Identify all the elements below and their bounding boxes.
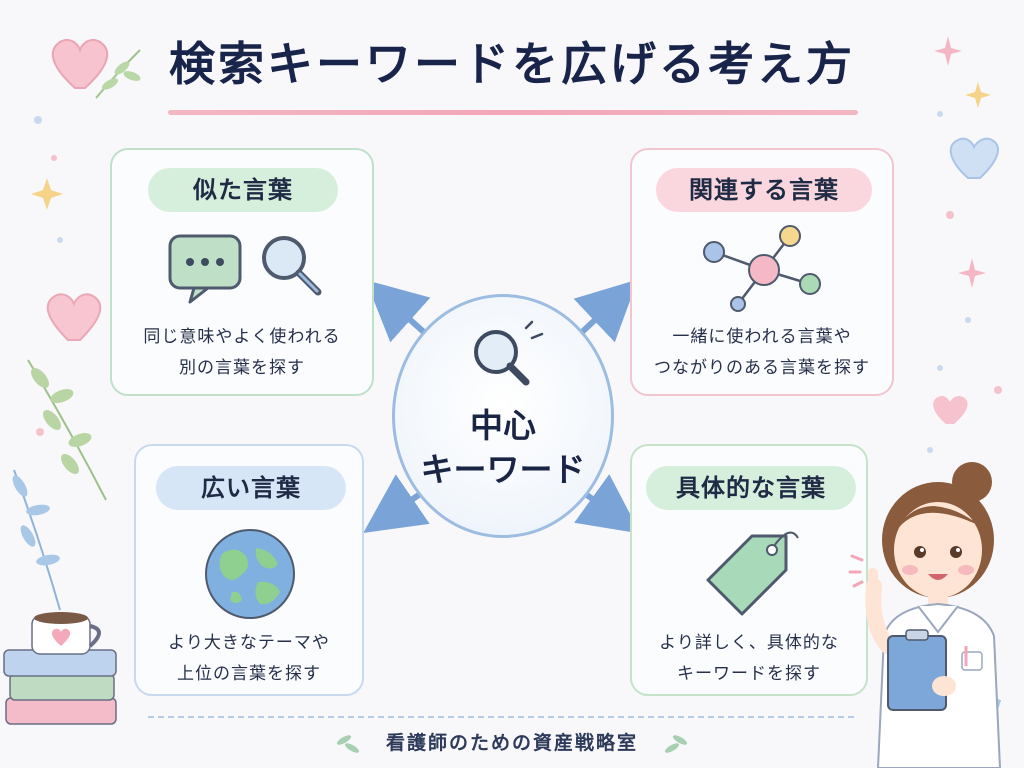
center-keyword-line1: 中心: [470, 406, 536, 445]
sparkle-icon: [31, 178, 63, 210]
footer-divider: [148, 716, 854, 718]
center-magnifier-icon: [474, 320, 544, 386]
coffee-mug-icon: [31, 612, 101, 655]
speech-bubble-icon: [168, 234, 242, 304]
card-broad-words: 広い言葉 より大きなテーマや 上位の言葉を探す: [134, 444, 364, 696]
book-stack-icon: [3, 649, 117, 725]
leaf-icon: [336, 735, 688, 753]
leaf-branch-icon: [95, 49, 141, 99]
card-description-line1: 同じ意味やよく使われる: [143, 327, 341, 347]
sparkle-icon: [958, 258, 986, 288]
card-description-line2: 別の言葉を探す: [179, 358, 305, 378]
magnifier-icon: [262, 236, 322, 296]
card-specific-words: 具体的な言葉 より詳しく、具体的な キーワードを探す: [630, 444, 868, 696]
card-description-line2: キーワードを探す: [677, 664, 821, 684]
tag-icon: [706, 531, 799, 616]
heart-icon: [933, 395, 968, 424]
heart-icon: [949, 137, 999, 179]
arrow-top-right: [573, 279, 638, 343]
center-keyword-label: 中心 キーワード: [392, 404, 614, 492]
card-description-line1: より詳しく、具体的な: [659, 633, 839, 653]
card-related-words: 関連する言葉 一緒に使われる言葉や つながりのある言葉を探す: [630, 148, 894, 396]
card-description-line2: つながりのある言葉を探す: [654, 358, 870, 378]
card-label: 広い言葉: [156, 466, 346, 510]
leaf-branch-icon: [12, 469, 61, 611]
globe-icon: [205, 529, 295, 619]
footer-text: 看護師のための資産戦略室: [385, 732, 638, 754]
network-nodes-icon: [703, 225, 821, 312]
card-label: 具体的な言葉: [646, 466, 856, 510]
card-similar-words: 似た言葉 同じ意味やよく使われる 別の言葉を探す: [110, 148, 374, 396]
title-underline: [168, 110, 858, 115]
card-description-line2: 上位の言葉を探す: [177, 664, 321, 684]
sparkle-icon: [965, 82, 991, 108]
card-label: 似た言葉: [148, 168, 338, 212]
page-title: 検索キーワードを広げる考え方: [169, 37, 855, 91]
card-description-line1: より大きなテーマや: [168, 633, 330, 653]
heart-icon: [51, 38, 109, 89]
nurse-illustration: [848, 462, 1002, 768]
card-description-line1: 一緒に使われる言葉や: [672, 327, 852, 347]
center-keyword-line2: キーワード: [420, 450, 586, 489]
arrow-top-left: [365, 279, 431, 343]
leaf-branch-icon: [27, 359, 107, 501]
sparkle-icon: [934, 36, 962, 66]
heart-icon: [46, 293, 102, 341]
card-label: 関連する言葉: [656, 168, 872, 212]
